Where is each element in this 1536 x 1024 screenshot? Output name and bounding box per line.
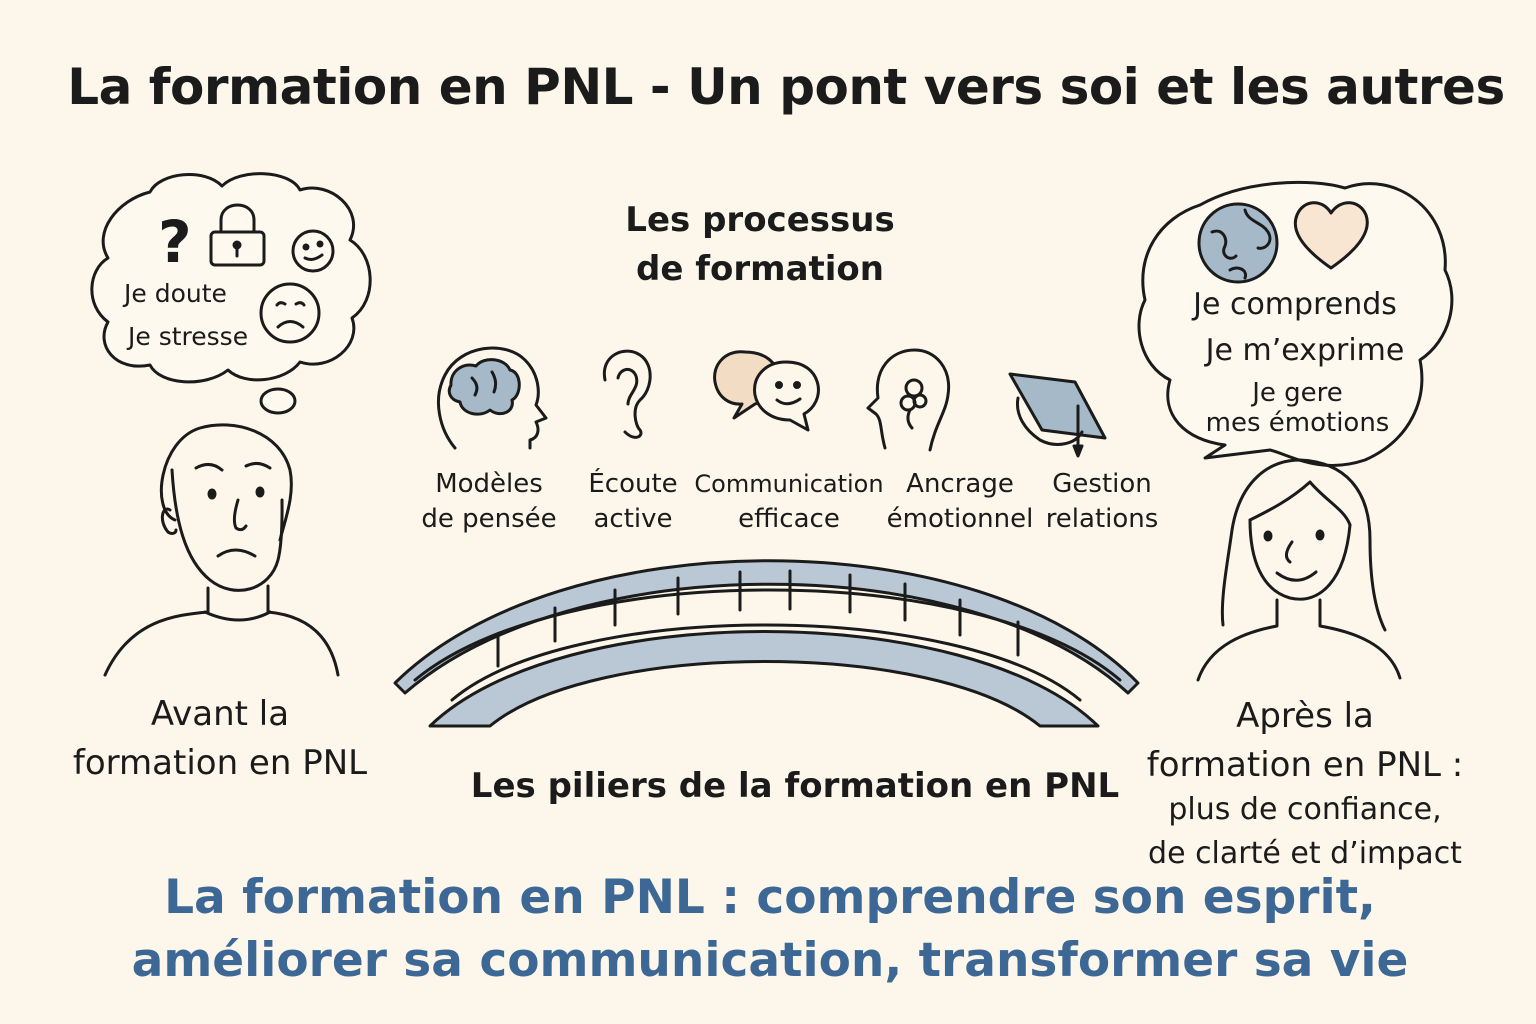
- thought-cloud-left: [90, 172, 372, 384]
- process-item-label: relations: [1045, 504, 1159, 534]
- padlock-icon: [209, 203, 266, 267]
- process-item-label: active: [593, 504, 673, 534]
- after-caption: Après la formation en PNL :: [1120, 692, 1490, 790]
- tagline-line-1: La formation en PNL : comprendre son esp…: [164, 870, 1376, 925]
- after-caption-line-1: Après la: [1236, 696, 1374, 736]
- process-heading-line-2: de formation: [636, 249, 884, 289]
- ear-icon: [602, 349, 652, 439]
- happy-person-figure: [1196, 458, 1402, 682]
- speech-bubbles-icon: [713, 350, 820, 432]
- thought-dot-left: [259, 387, 297, 415]
- before-thought-text: Je doute Je stresse: [124, 272, 248, 358]
- before-thought-line-2: Je stresse: [128, 322, 249, 351]
- process-heading: Les processus de formation: [560, 196, 960, 294]
- process-item-label: Écoute: [588, 469, 678, 499]
- page-title: La formation en PNL - Un pont vers soi e…: [67, 58, 1505, 116]
- before-caption: Avant la formation en PNL: [60, 690, 380, 788]
- tagline: La formation en PNL : comprendre son esp…: [120, 866, 1420, 992]
- bridge-illustration: [393, 559, 1140, 728]
- process-item-label: émotionnel: [886, 504, 1034, 534]
- process-item-label: efficace: [738, 504, 840, 534]
- before-thought-line-1: Je doute: [124, 279, 227, 308]
- after-caption-benefits: plus de confiance, de clarté et d’impact: [1120, 788, 1490, 876]
- globe-icon: [1197, 202, 1279, 284]
- neutral-face-icon: [291, 229, 335, 273]
- graduation-cap-icon: [1008, 372, 1107, 458]
- process-heading-line-1: Les processus: [625, 200, 895, 240]
- after-caption-sub-line-1: plus de confiance,: [1168, 792, 1442, 827]
- before-caption-line-2: formation en PNL: [72, 743, 368, 783]
- question-mark-icon: ?: [158, 208, 192, 276]
- process-item-thought-models: Modèles de pensée: [379, 467, 599, 537]
- process-item-active-listening: Écoute active: [523, 467, 743, 537]
- sad-person-figure: [103, 423, 340, 677]
- flower-head-icon: [866, 348, 951, 452]
- process-item-label: de pensée: [421, 504, 557, 534]
- process-item-label: Ancrage: [906, 469, 1014, 499]
- after-caption-sub-line-2: de clarté et d’impact: [1148, 836, 1462, 871]
- after-thought-line-2: Je m’exprime: [1205, 333, 1405, 368]
- sad-face-icon: [259, 282, 321, 344]
- heart-icon: [1293, 201, 1369, 270]
- after-caption-line-2: formation en PNL :: [1146, 745, 1464, 785]
- after-thought-line-4: mes émotions: [1205, 408, 1390, 438]
- brain-head-icon: [437, 346, 548, 450]
- tagline-line-2: améliorer sa communication, transformer …: [131, 933, 1409, 988]
- after-thought-line-1: Je comprends: [1193, 287, 1397, 322]
- after-thought-line-3: Je gere: [1252, 378, 1343, 408]
- before-caption-line-1: Avant la: [150, 694, 290, 734]
- process-item-label: Gestion: [1052, 469, 1152, 499]
- pillars-label: Les piliers de la formation en PNL: [470, 766, 1120, 806]
- after-thought-text: Je comprends Je m’exprime: [1160, 282, 1430, 374]
- process-item-label: Modèles: [435, 469, 543, 499]
- process-item-label: Communication: [694, 470, 884, 498]
- after-thought-text-small: Je gere mes émotions: [1175, 378, 1420, 438]
- process-item-communication: Communication efficace: [679, 467, 899, 537]
- process-item-emotional-anchoring: Ancrage émotionnel: [850, 467, 1070, 537]
- process-item-relationship-management: Gestion relations: [992, 467, 1212, 537]
